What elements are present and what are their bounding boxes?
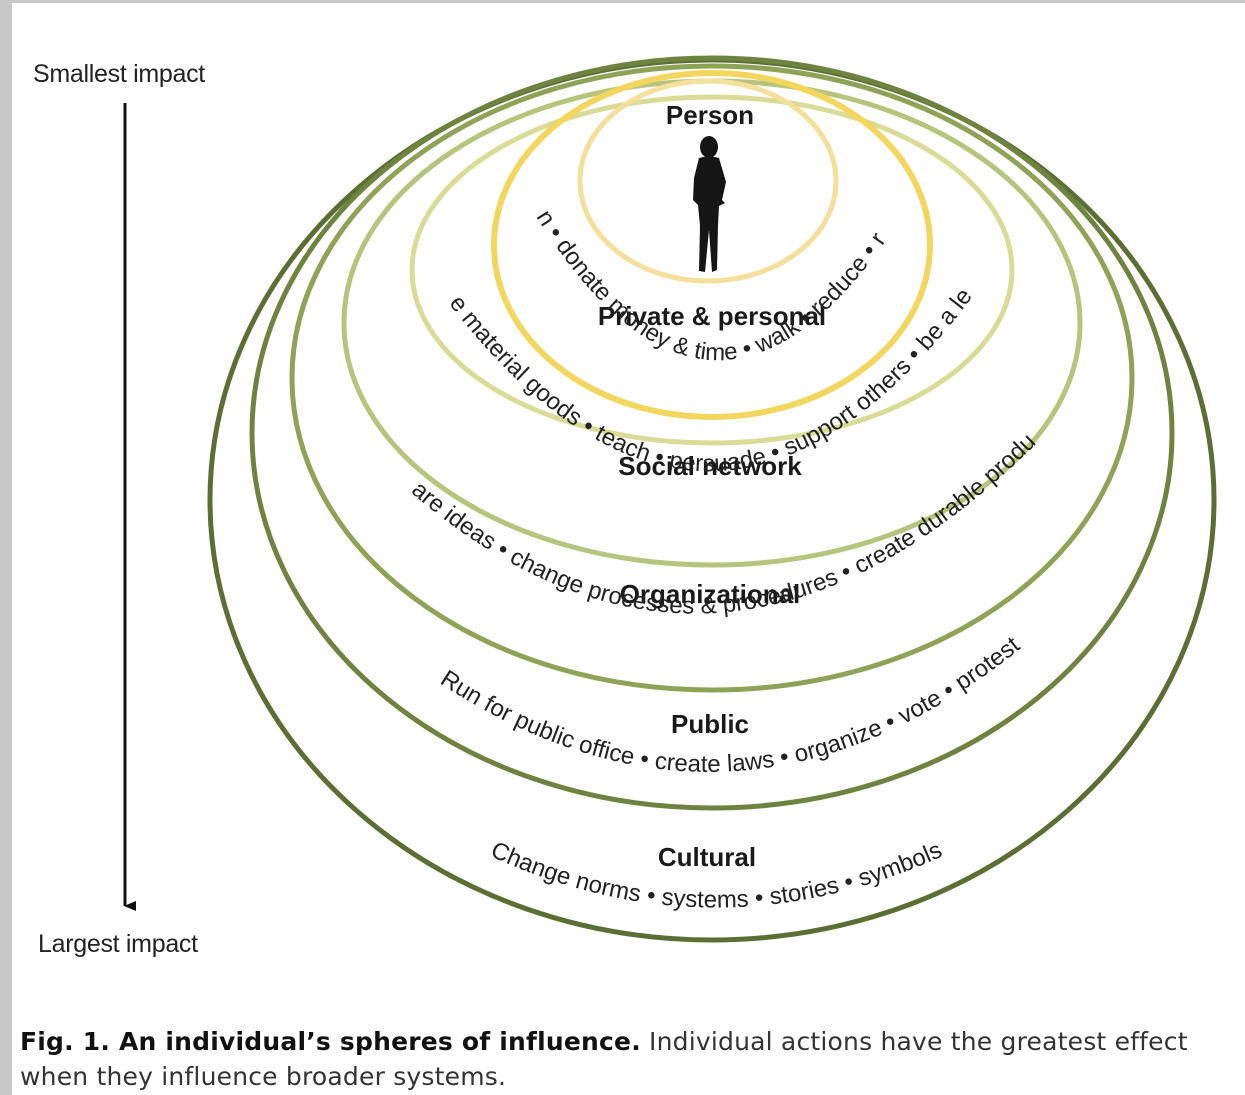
smallest-impact-label: Smallest impact bbox=[33, 60, 205, 88]
ring-person bbox=[577, 78, 839, 284]
sphere-title-private-personal: Private & personal bbox=[598, 301, 826, 331]
caption-title: Fig. 1. An individual’s spheres of influ… bbox=[20, 1027, 641, 1056]
ring-social-network-inner bbox=[409, 94, 1015, 446]
actions-public: Run for public office • create laws • or… bbox=[436, 631, 1025, 778]
spheres-of-influence-diagram: Person Private & personal Social network… bbox=[0, 0, 1217, 943]
person-silhouette-icon bbox=[693, 136, 726, 272]
ring-public bbox=[249, 55, 1175, 811]
sphere-title-social-network: Social network bbox=[618, 451, 802, 481]
sphere-title-public: Public bbox=[671, 709, 749, 739]
ring-private-personal bbox=[491, 70, 933, 420]
sphere-title-cultural: Cultural bbox=[658, 842, 756, 872]
sphere-title-person: Person bbox=[666, 100, 754, 130]
frame-top-border bbox=[0, 0, 1245, 3]
sphere-title-organizational: Organizational bbox=[620, 579, 801, 609]
frame-left-border bbox=[0, 0, 12, 1095]
figure-caption: Fig. 1. An individual’s spheres of influ… bbox=[20, 1024, 1242, 1094]
caption-text: Individual actions have the greatest eff… bbox=[20, 1027, 1188, 1091]
largest-impact-label: Largest impact bbox=[38, 930, 198, 958]
ring-organizational bbox=[289, 63, 1135, 693]
